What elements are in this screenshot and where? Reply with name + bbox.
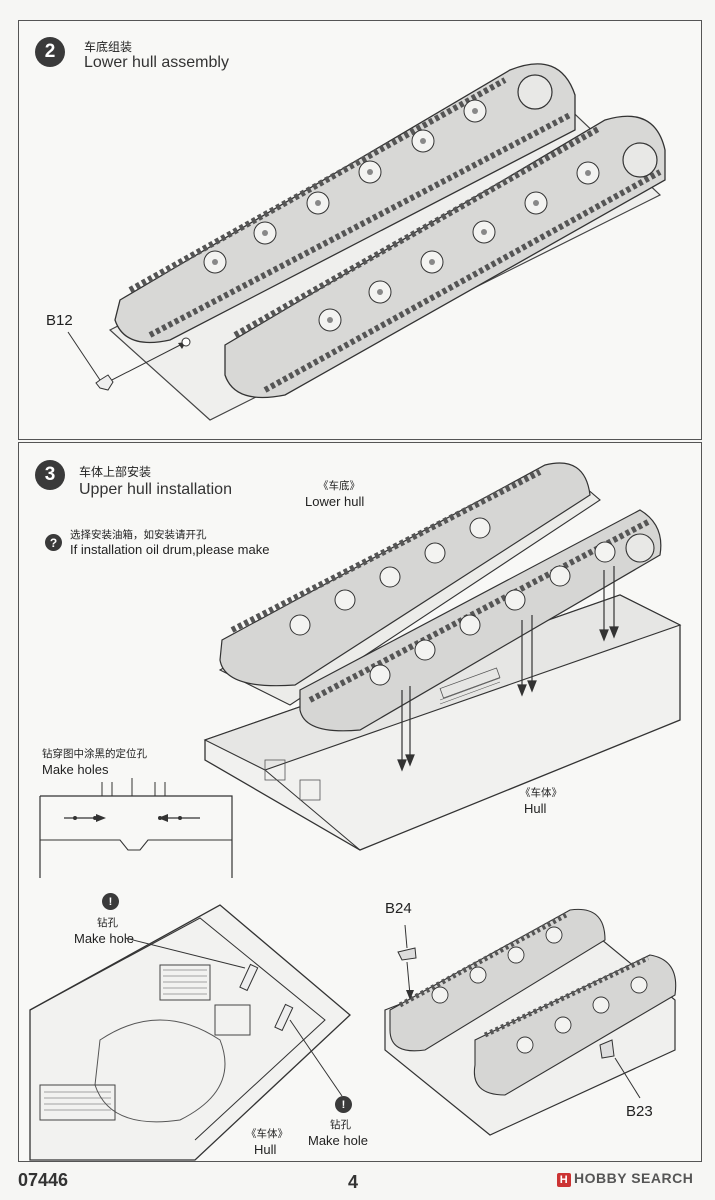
drill-icon-1: ! bbox=[102, 893, 119, 910]
step-3-badge: 3 bbox=[35, 460, 65, 490]
make-holes-diagram bbox=[39, 778, 233, 878]
make-hole-cn-2: 钻孔 bbox=[330, 1119, 351, 1131]
hull-interior-diagram bbox=[29, 904, 351, 1161]
note-en: If installation oil drum,please make bbox=[70, 542, 270, 557]
lower-hull-tracks-main bbox=[218, 462, 662, 732]
step-2-title-cn: 车底组装 bbox=[84, 40, 133, 54]
page-number: 4 bbox=[348, 1172, 359, 1192]
drill-icon-2: ! bbox=[335, 1096, 352, 1113]
track-left-step2 bbox=[114, 63, 576, 344]
product-code: 07446 bbox=[18, 1170, 69, 1190]
hull-cn-2: 《车体》 bbox=[246, 1128, 288, 1140]
part-label-b24: B24 bbox=[385, 900, 412, 917]
part-label-b12: B12 bbox=[46, 312, 73, 329]
make-holes-en: Make holes bbox=[42, 762, 109, 777]
make-hole-en-1: Make hole bbox=[74, 931, 134, 946]
note-cn: 选择安装油箱，如安装请开孔 bbox=[70, 529, 207, 541]
hull-en: Hull bbox=[524, 801, 547, 816]
watermark-text: HOBBY SEARCH bbox=[574, 1170, 694, 1186]
step-3-title-cn: 车体上部安装 bbox=[79, 465, 152, 479]
lower-hull-en: Lower hull bbox=[305, 494, 365, 509]
step-2-badge: 2 bbox=[35, 37, 65, 67]
part-label-b23: B23 bbox=[626, 1103, 653, 1120]
make-hole-cn-1: 钻孔 bbox=[97, 917, 118, 929]
assembled-hull-diagram bbox=[384, 908, 677, 1136]
lower-hull-cn: 《车底》 bbox=[318, 480, 360, 492]
make-hole-en-2: Make hole bbox=[308, 1133, 368, 1148]
step-2-title-en: Lower hull assembly bbox=[84, 54, 229, 71]
make-holes-cn: 钻穿图中涂黑的定位孔 bbox=[42, 748, 147, 760]
hull-cn: 《车体》 bbox=[520, 787, 562, 799]
step-3-title-en: Upper hull installation bbox=[79, 481, 232, 498]
hobby-search-logo-icon: H bbox=[557, 1173, 571, 1187]
hull-en-2: Hull bbox=[254, 1142, 277, 1157]
question-icon: ? bbox=[45, 534, 62, 551]
